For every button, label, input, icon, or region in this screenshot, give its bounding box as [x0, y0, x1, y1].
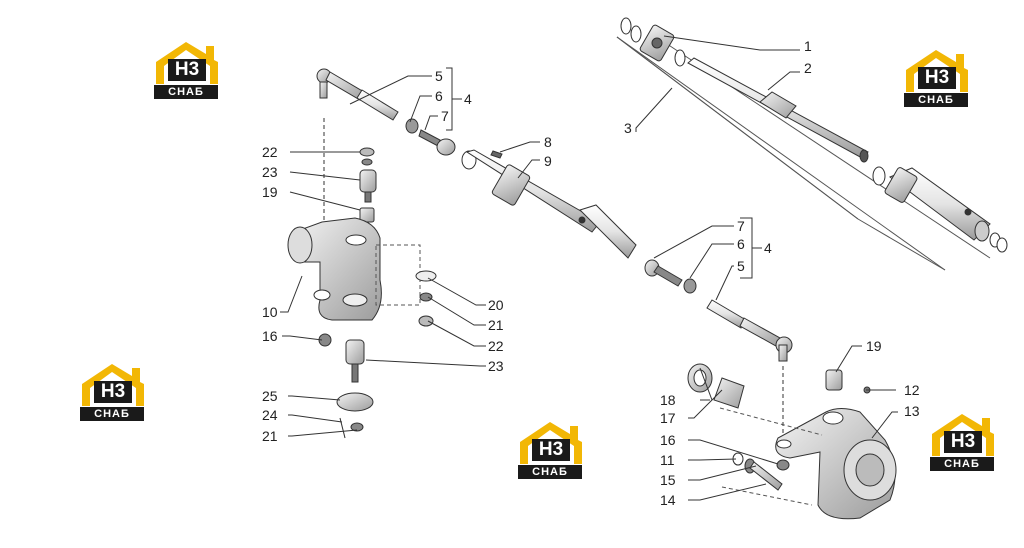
house-roof-icon: [906, 50, 968, 92]
callout-22-lower: 22: [488, 338, 504, 354]
callout-3: 3: [624, 120, 632, 136]
callout-22-upper: 22: [262, 144, 278, 160]
callout-16-right: 16: [660, 432, 676, 448]
callout-9: 9: [544, 153, 552, 169]
callout-5-lower: 5: [737, 258, 745, 274]
watermark-subtext: CHAБ: [154, 85, 218, 99]
callout-5-upper: 5: [435, 68, 443, 84]
callout-16-left: 16: [262, 328, 278, 344]
callout-20: 20: [488, 297, 504, 313]
watermark-text: H3: [94, 381, 132, 403]
watermark-logo-4: H3 CHAБ: [518, 420, 584, 484]
callout-15: 15: [660, 472, 676, 488]
tie-rod-upper: [316, 68, 456, 320]
watermark-logo-2: H3 CHAБ: [904, 48, 970, 112]
watermark-text: H3: [918, 67, 956, 89]
watermark-subtext: CHAБ: [518, 465, 582, 479]
house-roof-icon: [156, 42, 218, 84]
callout-10: 10: [262, 304, 278, 320]
callout-23-lower: 23: [488, 358, 504, 374]
callout-23-upper: 23: [262, 164, 278, 180]
callout-6-upper: 6: [435, 88, 443, 104]
house-roof-icon: [932, 414, 994, 456]
watermark-subtext: CHAБ: [904, 93, 968, 107]
callout-12: 12: [904, 382, 920, 398]
watermark-logo-5: H3 CHAБ: [930, 412, 996, 476]
callout-21-lower: 21: [262, 428, 278, 444]
callout-24: 24: [262, 407, 278, 423]
steering-knuckle-left: [287, 147, 437, 439]
watermark-subtext: CHAБ: [930, 457, 994, 471]
callout-6-lower: 6: [737, 236, 745, 252]
steering-knuckle-right: [687, 363, 897, 520]
callout-21-upper: 21: [488, 317, 504, 333]
callout-2: 2: [804, 60, 812, 76]
watermark-subtext: CHAБ: [80, 407, 144, 421]
leader-lines: [280, 35, 898, 501]
house-roof-icon: [520, 422, 582, 464]
watermark-logo-1: H3 CHAБ: [154, 40, 220, 104]
callout-11: 11: [660, 452, 675, 468]
callout-7-lower: 7: [737, 218, 745, 234]
callout-18: 18: [660, 392, 676, 408]
callout-4-upper: 4: [464, 91, 472, 107]
callout-1: 1: [804, 38, 812, 54]
callout-19-right: 19: [866, 338, 882, 354]
watermark-text: H3: [532, 439, 570, 461]
callout-8: 8: [544, 134, 552, 150]
callout-25: 25: [262, 388, 278, 404]
steering-cylinder-upper: [616, 17, 1008, 271]
callout-17: 17: [660, 410, 676, 426]
callout-7-upper: 7: [441, 108, 449, 124]
watermark-text: H3: [168, 59, 206, 81]
callout-19-left: 19: [262, 184, 278, 200]
callout-4-lower: 4: [764, 240, 772, 256]
callout-labels: 1 2 3 4 5 6 7 8 9 7 6 4 5 22 23 19 10 16…: [262, 38, 920, 508]
callout-13: 13: [904, 403, 920, 419]
watermark-text: H3: [944, 431, 982, 453]
tie-rod-lower: [644, 259, 793, 435]
callout-14: 14: [660, 492, 676, 508]
watermark-logo-3: H3 CHAБ: [80, 362, 146, 426]
house-roof-icon: [82, 364, 144, 406]
